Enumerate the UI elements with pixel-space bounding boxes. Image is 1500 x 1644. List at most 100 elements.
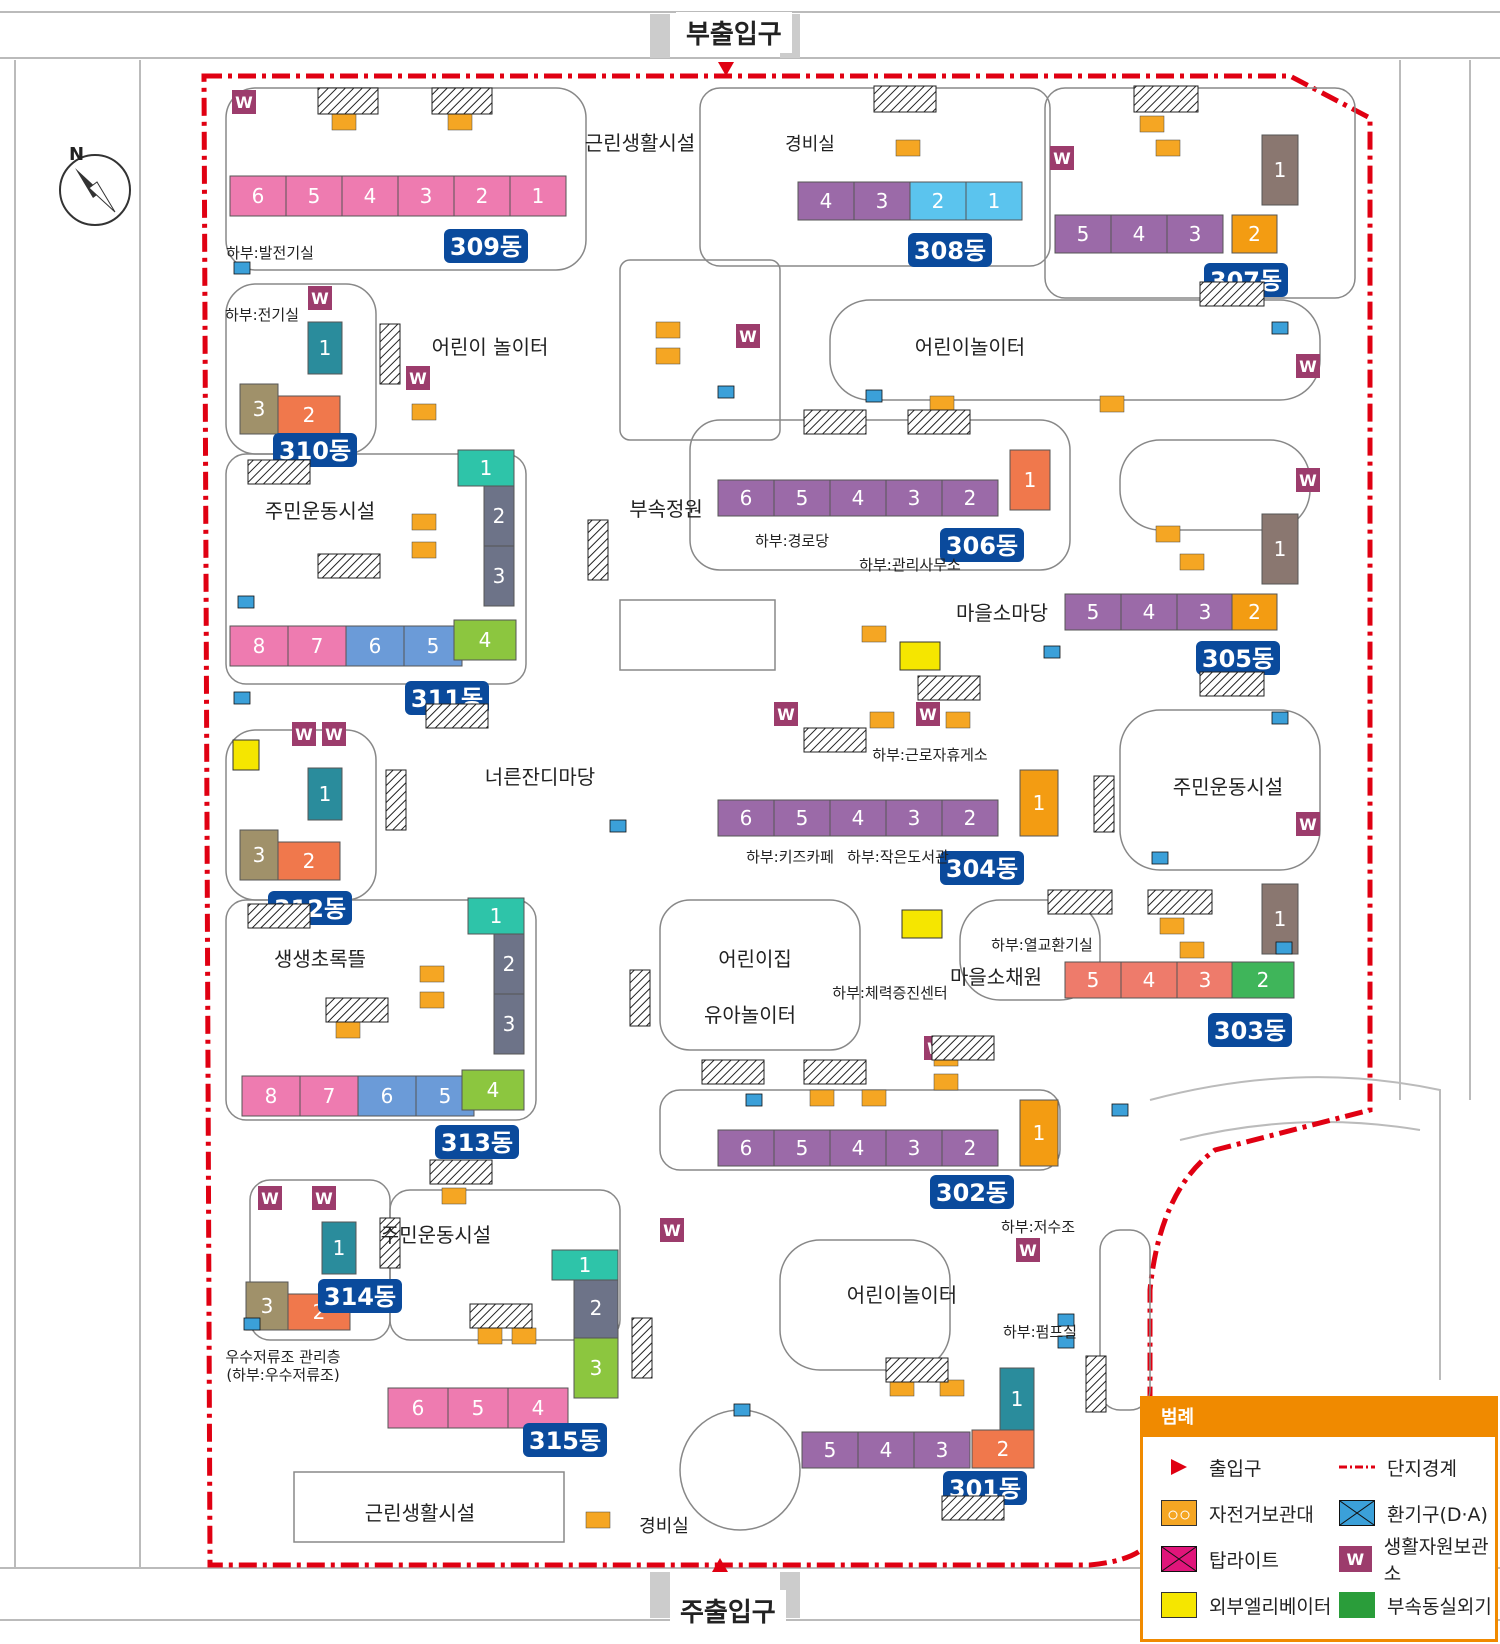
unit-number: 2	[493, 504, 506, 528]
building-312동: 123	[239, 767, 343, 881]
building-label: 303동	[1214, 1017, 1286, 1045]
unit-number: 3	[908, 486, 921, 510]
bicycle-icon	[411, 403, 437, 421]
recycling-icon-label: W	[777, 705, 795, 724]
unit-block	[1231, 214, 1278, 254]
entrance-marker	[317, 87, 379, 115]
building-label-bg	[908, 233, 992, 267]
unit-block	[239, 383, 279, 435]
building-label: 304동	[946, 855, 1018, 883]
legend-item-bicycle: 자전거보관대	[1161, 1495, 1314, 1531]
boundary-icon	[1339, 1454, 1375, 1480]
unit-block	[717, 1129, 775, 1167]
unit-number: 1	[1274, 158, 1287, 182]
unit-number: 3	[590, 1356, 603, 1380]
recycling-icon-label: W	[663, 1221, 681, 1240]
place-label: 하부:경로당	[755, 532, 829, 550]
unit-number: 4	[487, 1078, 500, 1102]
unit-number: 5	[439, 1084, 452, 1108]
unit-number: 1	[1024, 468, 1037, 492]
vent-icon	[233, 261, 251, 275]
unit-block	[885, 1129, 943, 1167]
place-label: (하부:우수저류조)	[226, 1366, 339, 1384]
south-entrance-icon	[712, 1558, 728, 1572]
recycling-icon	[312, 1186, 336, 1210]
unit-block	[573, 1277, 619, 1339]
place-label: 경비실	[639, 1516, 689, 1537]
unit-number: 1	[490, 904, 503, 928]
entrance-marker	[1085, 1355, 1107, 1413]
site-boundary	[201, 73, 1373, 1568]
bicycle-icon	[809, 1089, 835, 1107]
bicycle-icon	[1099, 395, 1125, 413]
bicycle-icon	[419, 965, 445, 983]
bicycle-icon	[1159, 917, 1185, 935]
place-label: 어린이놀이터	[915, 335, 1025, 359]
unit-number: 3	[1199, 968, 1212, 992]
entrance-marker	[247, 459, 311, 485]
place-label: 하부:체력증진센터	[832, 984, 947, 1002]
unit-number: 2	[503, 952, 516, 976]
bicycle-icon	[335, 1021, 361, 1039]
unit-number: 5	[824, 1438, 837, 1462]
entrance-marker	[385, 769, 407, 831]
entrance-marker	[803, 409, 867, 435]
building-label: 314동	[324, 1283, 396, 1311]
bicycle-icon	[1161, 1500, 1197, 1526]
building-310동: 123	[239, 321, 343, 435]
entrance-marker	[425, 703, 489, 729]
unit-block	[1261, 513, 1299, 585]
entrance-marker	[701, 1059, 765, 1085]
unit-number: 6	[740, 486, 753, 510]
entrance-marker	[629, 969, 651, 1027]
unit-block	[1166, 214, 1224, 254]
legend-label: 환기구(D·A)	[1387, 1503, 1488, 1526]
vent-icon	[1111, 1103, 1129, 1117]
unit-block	[229, 175, 287, 217]
unit-block	[717, 799, 775, 837]
building-label-bg	[1208, 1013, 1292, 1047]
vent-icon	[1043, 645, 1061, 659]
unit-number: 3	[253, 843, 266, 867]
legend-label: 자전거보관대	[1209, 1503, 1314, 1526]
place-label: 주민운동시설	[1173, 775, 1283, 799]
unit-number: 2	[1248, 600, 1261, 624]
vent-icon	[745, 1093, 763, 1107]
unit-number: 3	[908, 806, 921, 830]
unit-number: 4	[852, 806, 865, 830]
unit-block	[941, 479, 999, 517]
unit-number: 4	[1133, 222, 1146, 246]
recycling-icon	[660, 1218, 684, 1242]
entrance-marker	[917, 675, 981, 701]
unit-number: 5	[796, 1136, 809, 1160]
unit-number: 3	[261, 1294, 274, 1318]
place-label: 어린이 놀이터	[432, 335, 549, 359]
place-label: 하부:펌프실	[1003, 1323, 1077, 1341]
entrance-marker	[379, 323, 401, 385]
recycling-icon	[774, 702, 798, 726]
place-label: 하부:전기실	[225, 306, 299, 324]
unit-number: 1	[480, 456, 493, 480]
entrance-marker	[941, 1495, 1005, 1521]
bicycle-icon	[945, 711, 971, 729]
entrance-marker	[1047, 889, 1113, 915]
recycling-icon	[1016, 1238, 1040, 1262]
vent-icon	[1271, 711, 1289, 725]
building-label-bg	[318, 1279, 402, 1313]
entrance-icon	[1161, 1454, 1197, 1480]
unit-block	[239, 829, 279, 881]
vent-icon	[1057, 1313, 1075, 1327]
unit-number: 2	[1257, 968, 1270, 992]
unit-block	[277, 841, 341, 881]
unit-block	[1064, 961, 1122, 999]
legend-label: 생활자원보관소	[1383, 1536, 1489, 1585]
recycling-icon-label: W	[261, 1189, 279, 1208]
unit-number: 4	[852, 486, 865, 510]
unit-number: 3	[908, 1136, 921, 1160]
place-label: 너른잔디마당	[485, 765, 595, 789]
unit-number: 4	[1143, 968, 1156, 992]
entrance-marker	[873, 85, 937, 113]
